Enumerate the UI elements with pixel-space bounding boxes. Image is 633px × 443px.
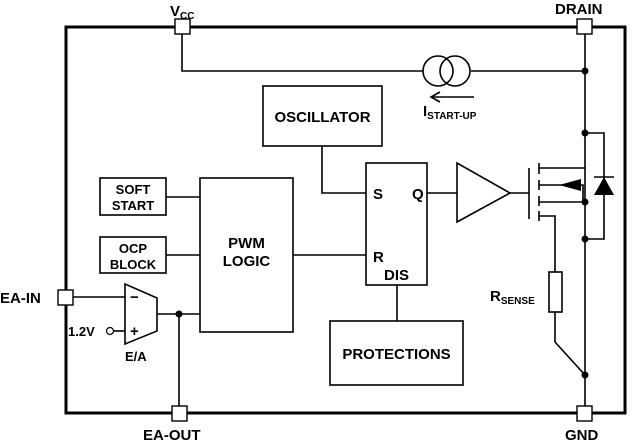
svg-text:START: START xyxy=(112,198,154,213)
ea-in-label: EA-IN xyxy=(0,290,41,307)
oscillator-block: OSCILLATOR xyxy=(262,85,383,147)
svg-text:PROTECTIONS: PROTECTIONS xyxy=(342,346,450,363)
startup-current-source-icon xyxy=(422,55,471,87)
vcc-pin: VCC xyxy=(170,3,194,35)
r-input-label: R xyxy=(373,249,384,266)
vcc-wire xyxy=(181,34,423,72)
istartup-label: ISTART-UP xyxy=(423,103,477,122)
vcc-label: VCC xyxy=(170,3,194,22)
s-input-label: S xyxy=(373,186,383,203)
body-diode-icon xyxy=(585,132,614,240)
svg-text:OSCILLATOR: OSCILLATOR xyxy=(274,109,370,126)
svg-text:PWM: PWM xyxy=(228,235,265,252)
pwm-logic-block: PWM LOGIC xyxy=(199,177,294,333)
svg-text:LOGIC: LOGIC xyxy=(223,253,271,270)
gnd-pin: GND xyxy=(565,405,599,443)
rsense-label: RSENSE xyxy=(490,288,535,307)
svg-text:OCP: OCP xyxy=(119,241,148,256)
chip-boundary xyxy=(64,25,627,415)
ocp-block: OCP BLOCK xyxy=(99,236,167,274)
ea-out-label: EA-OUT xyxy=(143,427,201,443)
gnd-label: GND xyxy=(565,427,599,443)
q-output-label: Q xyxy=(412,186,424,203)
drain-label: DRAIN xyxy=(555,1,603,18)
error-amplifier: − + E/A xyxy=(124,282,158,364)
junction-dot xyxy=(581,67,589,75)
arrow-left-icon xyxy=(429,91,474,103)
sr-flipflop: S Q R DIS xyxy=(365,162,428,286)
ref-terminal-icon xyxy=(105,326,115,336)
soft-start-block: SOFT START xyxy=(99,177,167,216)
drain-pin: DRAIN xyxy=(555,1,603,35)
osc-to-s-wire xyxy=(321,146,366,194)
ea-out-pin: EA-OUT xyxy=(143,405,201,443)
protections-block: PROTECTIONS xyxy=(329,320,464,386)
svg-text:SOFT: SOFT xyxy=(116,182,151,197)
plus-sign: + xyxy=(130,323,139,340)
ea-label: E/A xyxy=(125,349,147,364)
power-mosfet-icon xyxy=(528,163,589,272)
reference-voltage-label: 1.2V xyxy=(68,324,95,339)
minus-sign: − xyxy=(130,289,139,306)
junction-dot xyxy=(581,235,589,243)
rsense-resistor xyxy=(548,271,589,379)
dis-label: DIS xyxy=(384,267,409,284)
svg-text:BLOCK: BLOCK xyxy=(110,257,157,272)
ea-in-pin: EA-IN xyxy=(0,289,74,307)
gate-driver-buffer xyxy=(456,161,512,224)
